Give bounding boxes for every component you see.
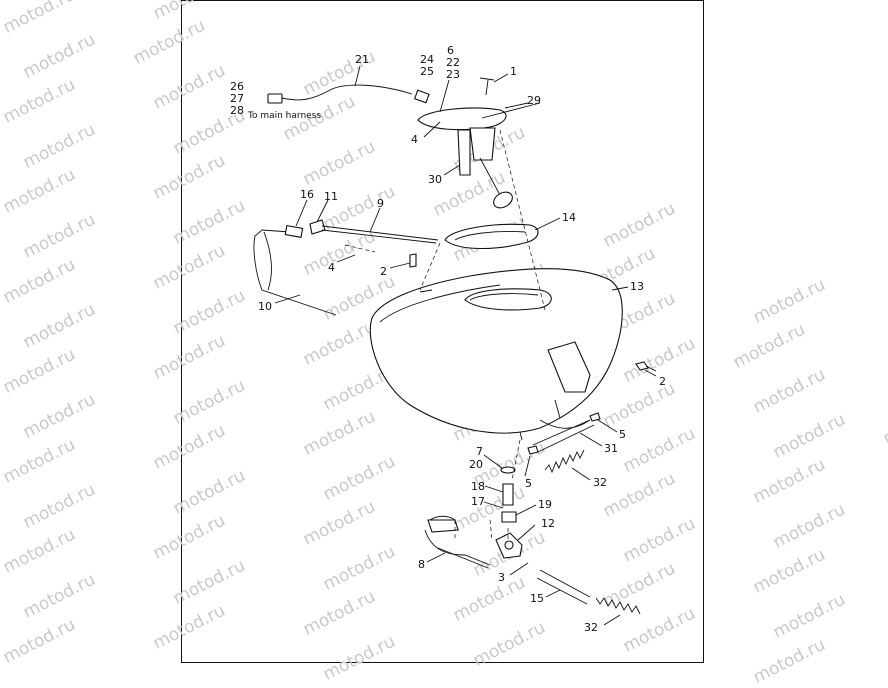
callout-14: 14	[562, 211, 576, 224]
callout-13: 13	[630, 280, 644, 293]
fuel-pump-assembly	[417, 79, 541, 209]
callout-leaders	[274, 65, 657, 626]
callout-27: 27	[230, 92, 244, 105]
hose-spring-lower	[595, 597, 641, 615]
fuel-tank	[369, 268, 623, 441]
callout-1: 1	[510, 65, 517, 78]
callout-20: 20	[469, 458, 483, 471]
callout-11: 11	[324, 190, 338, 203]
callout-6: 6	[447, 44, 454, 57]
pump-gasket	[444, 223, 539, 250]
callout-29: 29	[527, 94, 541, 107]
callout-numbers: 1 21 6 24 22 25 23 26 27 28 To main harn…	[230, 44, 666, 634]
callout-24: 24	[420, 53, 434, 66]
callout-4-lower: 4	[328, 261, 335, 274]
callout-28: 28	[230, 104, 244, 117]
callout-26: 26	[230, 80, 244, 93]
callout-4-upper: 4	[411, 133, 418, 146]
fuel-tank-exploded-diagram: 1 21 6 24 22 25 23 26 27 28 To main harn…	[230, 44, 666, 634]
callout-8: 8	[418, 558, 425, 571]
callout-17: 17	[471, 495, 485, 508]
callout-25: 25	[420, 65, 434, 78]
callout-21: 21	[355, 53, 369, 66]
callout-18: 18	[471, 480, 485, 493]
callout-9: 9	[377, 197, 384, 210]
callout-32-lower: 32	[584, 621, 598, 634]
callout-30: 30	[428, 173, 442, 186]
callout-5-left: 5	[525, 477, 532, 490]
vent-hose-assembly	[253, 219, 439, 316]
callout-2-lower: 2	[659, 375, 666, 388]
callout-22: 22	[446, 56, 460, 69]
hose-spring-upper	[544, 449, 585, 474]
pump-wiring-harness	[267, 84, 430, 104]
hardware-screws	[409, 77, 657, 455]
callout-31: 31	[604, 442, 618, 455]
callout-15: 15	[530, 592, 544, 605]
callout-2-upper: 2	[380, 265, 387, 278]
callout-3: 3	[498, 571, 505, 584]
callout-12: 12	[541, 517, 555, 530]
harness-caption: To main harness	[247, 111, 321, 121]
callout-5-right: 5	[619, 428, 626, 441]
callout-32-upper: 32	[593, 476, 607, 489]
fuel-valve-assembly	[424, 419, 595, 605]
callout-19: 19	[538, 498, 552, 511]
callout-16: 16	[300, 188, 314, 201]
callout-7: 7	[476, 445, 483, 458]
callout-10: 10	[258, 300, 272, 313]
alignment-lines	[344, 129, 546, 541]
callout-23: 23	[446, 68, 460, 81]
